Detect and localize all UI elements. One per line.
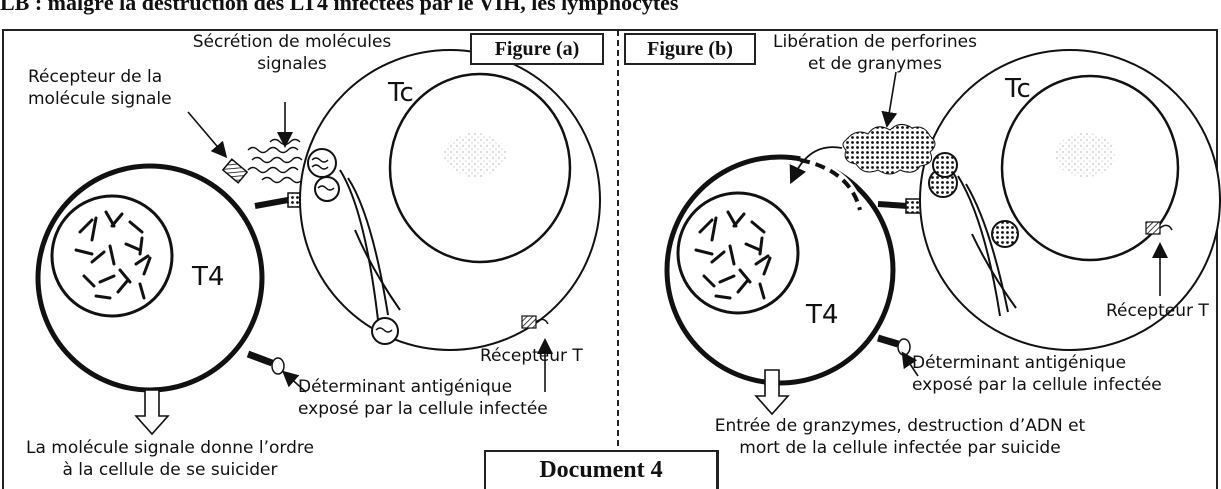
arrow-release-b — [888, 72, 896, 120]
antigen-determinant-b — [898, 339, 910, 355]
tcr-free-b — [1146, 222, 1160, 234]
result-arrow-a — [136, 390, 168, 434]
vesicle-secreting-a — [308, 149, 336, 177]
figure-b-title-box: Figure (b) — [624, 33, 756, 65]
document-label-box: Document 4 — [484, 450, 719, 489]
result-label-b: Entrée de granzymes, destruction d’ADN e… — [700, 415, 1100, 459]
antigen-determinant-a — [272, 358, 284, 374]
receptor-t-label-a: Récepteur T — [480, 345, 583, 367]
vesicle-b2 — [933, 153, 957, 177]
tc-label-a: Tc — [388, 78, 414, 108]
arrow-receptor-a — [188, 112, 222, 152]
signal-receptor-label: Récepteur de la molécule signale — [28, 66, 172, 110]
receptor-t-label-b: Récepteur T — [1106, 300, 1209, 322]
signal-molecules-a — [248, 140, 302, 183]
tcr-free-a — [522, 316, 536, 328]
determinant-label-b: Déterminant antigénique exposé par la ce… — [912, 352, 1162, 396]
document-label: Document 4 — [486, 452, 716, 488]
secretion-label: Sécrétion de molécules signales — [182, 31, 402, 75]
t4-cell-a — [38, 166, 262, 390]
signal-receptor — [223, 159, 247, 183]
release-label: Libération de perforines et de granymes — [760, 31, 990, 75]
t4-cell-b — [667, 157, 893, 383]
figure-a-title-box: Figure (a) — [470, 33, 604, 65]
mhc-upper-a — [255, 200, 288, 206]
figure-b-title: Figure (b) — [626, 35, 754, 63]
result-label-a: La molécule signale donne l’ordre à la c… — [20, 437, 320, 481]
figure-a-title: Figure (a) — [472, 35, 602, 63]
determinant-label-a: Déterminant antigénique exposé par la ce… — [298, 376, 548, 420]
vesicle-b3 — [992, 221, 1018, 247]
mhc-upper-b — [878, 204, 908, 206]
mhc-lower-a — [248, 354, 272, 363]
tc-label-b: Tc — [1005, 74, 1031, 104]
nucleus-stipple-a — [443, 133, 507, 177]
mhc-lower-b — [878, 338, 898, 344]
t4-label-a: T4 — [192, 262, 224, 292]
perforin-granzyme-cloud — [843, 124, 935, 174]
t4-label-b: T4 — [806, 300, 838, 330]
tc-cell-a — [300, 50, 600, 350]
